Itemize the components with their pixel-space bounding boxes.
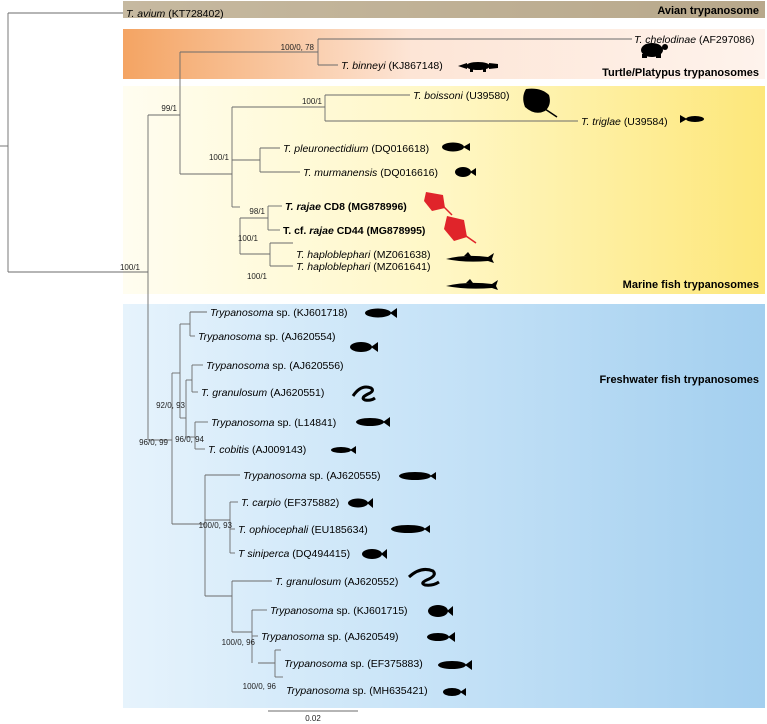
support-value: 100/0, 78 xyxy=(281,43,315,52)
group-box-marine xyxy=(123,86,765,294)
tip-label: T. boissoni (U39580) xyxy=(413,90,510,102)
fish-icon xyxy=(391,525,430,533)
fish-icon xyxy=(455,167,476,177)
tip-label: T. avium (KT728402) xyxy=(126,8,224,20)
fish-icon xyxy=(350,342,378,352)
support-value: 99/1 xyxy=(161,104,177,113)
tip-label: Trypanosoma sp. (KJ601715) xyxy=(270,605,408,617)
tree-branches xyxy=(0,12,632,678)
group-label-turtle: Turtle/Platypus trypanosomes xyxy=(602,67,759,79)
tip-label: Trypanosoma sp. (MH635421) xyxy=(286,685,428,697)
fish-icon xyxy=(356,417,390,427)
skate-icon xyxy=(444,216,477,244)
platypus-icon xyxy=(458,62,498,72)
support-value: 100/0, 96 xyxy=(243,682,277,691)
fish-icon xyxy=(365,308,397,318)
tip-label: T. granulosum (AJ620552) xyxy=(275,576,398,588)
tip-label: T. carpio (EF375882) xyxy=(241,497,339,509)
tip-label: T. granulosum (AJ620551) xyxy=(201,387,324,399)
tip-label: Trypanosoma sp. (AJ620556) xyxy=(206,360,344,372)
support-value: 92/0, 93 xyxy=(156,401,185,410)
fish-icon xyxy=(399,472,436,480)
group-box-avian xyxy=(123,1,765,18)
support-value: 98/1 xyxy=(249,207,265,216)
tip-label: T. chelodinae (AF297086) xyxy=(634,34,754,46)
group-label-marine: Marine fish trypanosomes xyxy=(623,279,759,291)
fish-icon xyxy=(443,688,466,696)
group-label-freshwater: Freshwater fish trypanosomes xyxy=(599,374,759,386)
support-value: 100/1 xyxy=(302,97,323,106)
fish-icon xyxy=(331,446,356,454)
scale-bar-label: 0.02 xyxy=(305,714,321,723)
fish-icon xyxy=(348,498,373,508)
tip-label: T. pleuronectidium (DQ016618) xyxy=(283,143,429,155)
fish-icon xyxy=(442,142,470,152)
tip-label: T. triglae (U39584) xyxy=(581,116,668,128)
tip-label: T. haploblephari (MZ061638) xyxy=(296,249,430,261)
tip-label: Trypanosoma sp. (AJ620555) xyxy=(243,470,381,482)
support-value: 96/0, 99 xyxy=(139,438,168,447)
tip-label: Trypanosoma sp. (KJ601718) xyxy=(210,307,348,319)
skate-icon xyxy=(424,192,453,216)
group-label-avian: Avian trypanosome xyxy=(657,5,759,17)
tip-label: T. cf. rajae CD44 (MG878995) xyxy=(283,225,425,237)
tip-label: T. rajae CD8 (MG878996) xyxy=(285,201,407,213)
support-value: 100/0, 96 xyxy=(222,638,256,647)
eel-icon xyxy=(407,568,440,587)
support-value: 100/1 xyxy=(209,153,230,162)
tip-label: T siniperca (DQ494415) xyxy=(238,548,350,560)
tip-label: T. cobitis (AJ009143) xyxy=(208,444,306,456)
tip-label: Trypanosoma sp. (AJ620554) xyxy=(198,331,336,343)
tip-label: T. ophiocephali (EU185634) xyxy=(238,524,368,536)
tip-label: Trypanosoma sp. (AJ620549) xyxy=(261,631,399,643)
tip-label: Trypanosoma sp. (L14841) xyxy=(211,417,336,429)
support-value: 100/1 xyxy=(238,234,259,243)
stingray-icon xyxy=(523,88,558,118)
fish-icon xyxy=(428,605,453,617)
fish-icon xyxy=(427,632,455,642)
support-value: 100/1 xyxy=(120,263,141,272)
support-value: 100/1 xyxy=(247,272,268,281)
turtle-icon xyxy=(641,43,668,58)
support-value: 100/0, 93 xyxy=(199,521,233,530)
tip-label: T. murmanensis (DQ016616) xyxy=(303,167,438,179)
tip-label: Trypanosoma sp. (EF375883) xyxy=(284,658,423,670)
eel-icon xyxy=(351,385,376,402)
tip-label: T. binneyi (KJ867148) xyxy=(341,60,443,72)
tip-label: T. haploblephari (MZ061641) xyxy=(296,261,430,273)
fish-icon xyxy=(362,549,387,559)
fish-icon xyxy=(438,660,472,670)
support-value: 96/0, 94 xyxy=(175,435,204,444)
fish-icon xyxy=(680,115,704,123)
shark-icon xyxy=(446,252,494,263)
shark-icon xyxy=(446,279,498,290)
